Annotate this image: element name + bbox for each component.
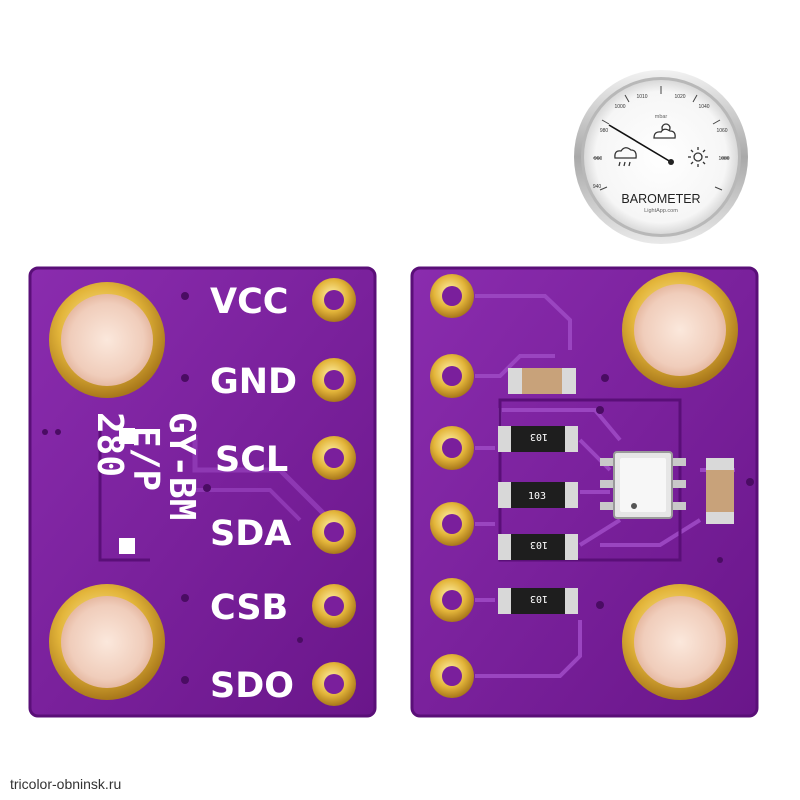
silk-square-top [119, 428, 135, 444]
silk-line-1: GY-BM [161, 412, 202, 520]
watermark: tricolor-obninsk.ru [10, 776, 122, 792]
partly-cloudy-icon [653, 123, 676, 139]
front-pcb: VCC GND SCL SDA CSB SDO GY-BM E/P 280 [28, 266, 377, 718]
back-pin-pads [430, 274, 474, 698]
resistor-3: 103 [498, 534, 578, 560]
pin-label-csb: CSB [210, 588, 288, 628]
pin-label-scl: SCL [215, 440, 288, 480]
dial-tick-980: 980 [600, 128, 609, 134]
resistor-2: 103 [498, 482, 578, 508]
mounting-hole-bottom-right [622, 584, 738, 700]
barometer-icon: 940 960 980 1000 1010 1020 1040 1060 108… [574, 70, 748, 244]
dial-tick-1060: 1060 [716, 128, 727, 134]
silk-square-bottom [119, 538, 135, 554]
barometer-needle [608, 124, 674, 165]
resistor-3-code: 103 [530, 539, 548, 550]
front-pin-pads [312, 278, 356, 706]
back-pcb: 103 103 103 103 [410, 266, 759, 718]
resistor-2-code: 103 [528, 491, 546, 502]
pin-label-sdo: SDO [210, 666, 294, 706]
barometer-subtitle: LightApp.com [644, 208, 678, 214]
dial-tick-1040: 1040 [698, 104, 709, 110]
dial-tick-940: 940 [593, 184, 602, 190]
mounting-hole-bottom-left [49, 584, 165, 700]
sun-icon [688, 147, 708, 167]
dial-tick-960: 960 [594, 156, 603, 162]
dial-tick-1000: 1000 [614, 104, 625, 110]
dial-tick-1080: 1080 [718, 156, 729, 162]
mounting-hole-top-left [49, 282, 165, 398]
resistor-4-code: 103 [530, 593, 548, 604]
silk-line-3: 280 [89, 412, 130, 477]
rain-cloud-icon [614, 147, 637, 167]
pin-label-gnd: GND [210, 362, 297, 402]
dial-tick-1020: 1020 [674, 94, 685, 100]
capacitor-right [706, 458, 734, 524]
dial-unit: mbar [655, 114, 668, 120]
resistor-1: 103 [498, 426, 578, 452]
mounting-hole-top-right [622, 272, 738, 388]
bmp280-sensor-chip [600, 451, 686, 519]
barometer-title: BAROMETER [621, 192, 700, 206]
dial-tick-1010: 1010 [636, 94, 647, 100]
pin-label-sda: SDA [210, 514, 291, 554]
pin-label-vcc: VCC [210, 282, 288, 322]
resistor-1-code: 103 [530, 431, 548, 442]
capacitor-top [508, 368, 576, 394]
resistor-4: 103 [498, 588, 578, 614]
